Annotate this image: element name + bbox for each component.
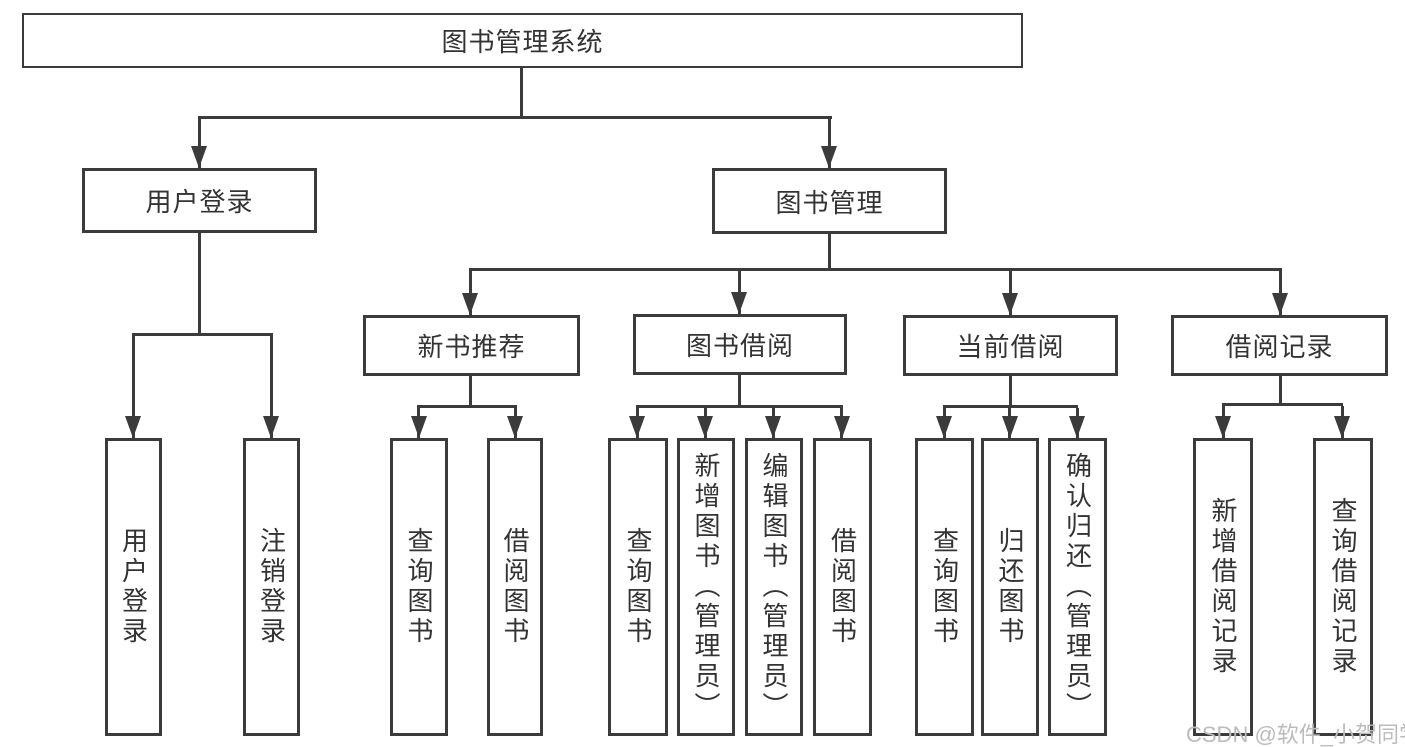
arrowhead-down-icon (821, 146, 837, 168)
arrowhead-down-icon (1272, 293, 1288, 315)
connector-hline (198, 116, 832, 119)
connector-vline (198, 233, 201, 335)
arrowhead-down-icon (125, 416, 141, 438)
node-label: 查询借阅记录 (1328, 497, 1358, 677)
node-label: 注销登录 (256, 527, 287, 647)
node-book-borrow: 图书借阅 (633, 314, 847, 375)
arrowhead-down-icon (1069, 416, 1085, 438)
node-book-management: 图书管理 (712, 168, 947, 234)
connector-vline (828, 119, 831, 168)
watermark: CSDN @软件_小贺同学 (1186, 722, 1405, 747)
node-leaf-logout: 注销登录 (243, 438, 300, 736)
connector-hline (943, 405, 1078, 408)
connector-hline (469, 268, 1282, 271)
arrowhead-down-icon (834, 416, 850, 438)
arrowhead-down-icon (765, 416, 781, 438)
connector-hline (636, 405, 843, 408)
node-user-login: 用户登录 (82, 168, 317, 233)
node-label: 借阅图书 (500, 527, 530, 647)
node-leaf-add-book: 新增图书（管理员） (677, 438, 735, 736)
connector-hline (417, 405, 517, 408)
connector-vline (132, 336, 135, 438)
connector-vline (270, 336, 273, 438)
node-label: 确认归还（管理员） (1062, 452, 1093, 722)
node-leaf-confirm-return: 确认归还（管理员） (1048, 438, 1107, 736)
node-leaf-edit-book: 编辑图书（管理员） (745, 438, 803, 736)
node-leaf-borrow-book-2: 借阅图书 (813, 438, 872, 736)
node-label: 借阅记录 (1225, 332, 1334, 362)
node-leaf-user-login: 用户登录 (105, 438, 162, 736)
node-label: 图书管理系统 (441, 27, 604, 57)
connector-hline (1222, 403, 1343, 406)
arrowhead-down-icon (507, 416, 523, 438)
node-label: 借阅图书 (827, 527, 858, 647)
node-label: 用户登录 (145, 187, 254, 217)
arrowhead-down-icon (731, 292, 747, 314)
connector-vline (520, 67, 523, 119)
node-leaf-add-borrow-record: 新增借阅记录 (1193, 438, 1253, 736)
arrowhead-down-icon (191, 146, 207, 168)
node-label: 用户登录 (118, 527, 149, 647)
arrowhead-down-icon (629, 416, 645, 438)
arrowhead-down-icon (1002, 416, 1018, 438)
node-label: 归还图书 (995, 527, 1025, 647)
arrowhead-down-icon (411, 416, 427, 438)
node-root: 图书管理系统 (22, 13, 1023, 68)
node-label: 编辑图书（管理员） (759, 452, 789, 722)
node-label: 新增图书（管理员） (691, 452, 721, 722)
arrowhead-down-icon (1215, 416, 1231, 438)
arrowhead-down-icon (1334, 416, 1350, 438)
node-label: 新书推荐 (417, 332, 526, 362)
node-borrow-records: 借阅记录 (1171, 315, 1388, 376)
arrowhead-down-icon (1002, 293, 1018, 315)
node-leaf-query-borrow-record: 查询借阅记录 (1313, 438, 1373, 736)
connector-vline (1279, 376, 1282, 405)
node-leaf-query-book-2: 查询图书 (608, 438, 668, 736)
connector-vline (469, 376, 472, 407)
arrowhead-down-icon (263, 416, 279, 438)
connector-vline (828, 234, 831, 270)
node-current-borrow: 当前借阅 (903, 315, 1118, 376)
connector-vline (198, 119, 201, 168)
node-label: 查询图书 (623, 527, 653, 647)
node-leaf-query-book-1: 查询图书 (390, 438, 448, 736)
node-label: 查询图书 (929, 527, 960, 647)
node-label: 新增借阅记录 (1208, 497, 1238, 677)
node-new-book-recommend: 新书推荐 (363, 315, 580, 376)
node-leaf-return-book: 归还图书 (981, 438, 1039, 736)
connector-hline (132, 333, 273, 336)
node-leaf-borrow-book-1: 借阅图书 (487, 438, 543, 736)
arrowhead-down-icon (462, 293, 478, 315)
node-label: 当前借阅 (956, 332, 1065, 362)
node-label: 图书管理 (775, 187, 884, 218)
arrowhead-down-icon (936, 416, 952, 438)
connector-vline (738, 375, 741, 407)
node-label: 查询图书 (404, 527, 434, 647)
node-label: 图书借阅 (685, 331, 794, 361)
node-leaf-query-book-3: 查询图书 (915, 438, 974, 736)
connector-vline (1009, 376, 1012, 407)
arrowhead-down-icon (697, 416, 713, 438)
